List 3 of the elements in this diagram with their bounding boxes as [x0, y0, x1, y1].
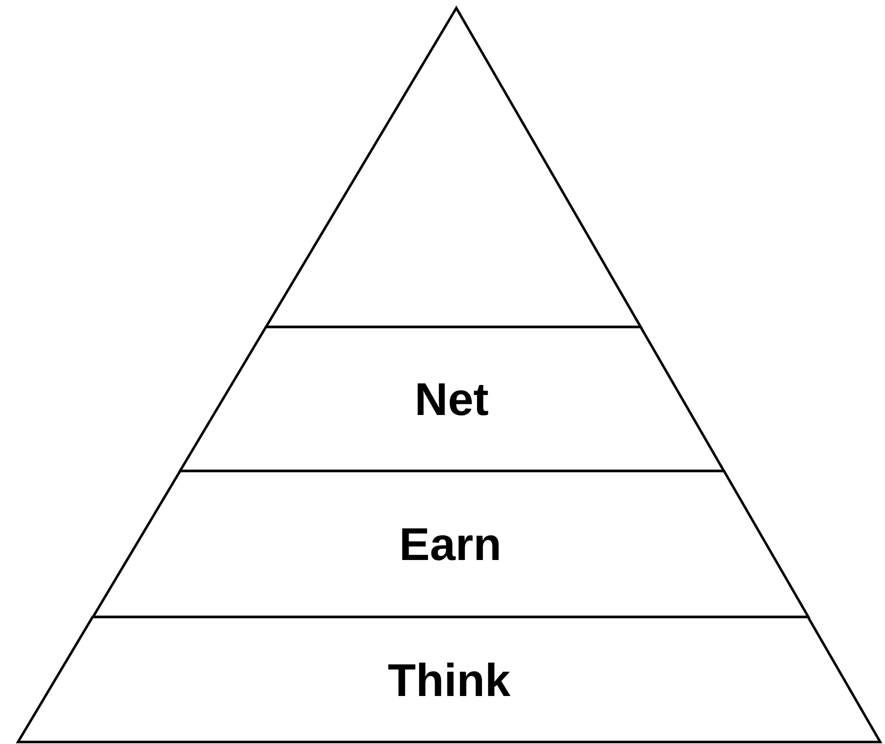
- tier-label: Think: [388, 652, 510, 706]
- tier-label: Earn: [399, 517, 502, 571]
- tier-label: Net: [414, 372, 489, 426]
